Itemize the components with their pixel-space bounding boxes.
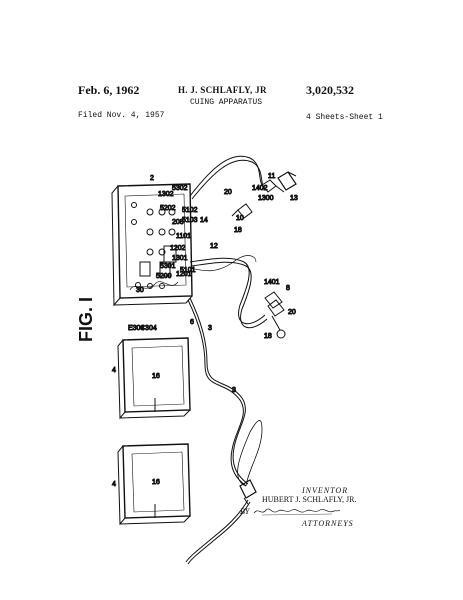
ref-1300: 1300: [258, 195, 274, 202]
inventor-label: INVENTOR: [302, 486, 349, 495]
ref-8: 8: [286, 285, 290, 292]
inventor-full-name: HUBERT J. SCHLAFLY, JR.: [262, 495, 357, 504]
ref-18b: 18: [264, 333, 272, 340]
ref-2: 2: [150, 175, 154, 182]
ref-1301: 1301: [172, 255, 188, 262]
ref-1402: 1402: [252, 185, 268, 192]
ref-5202: 5202: [160, 205, 176, 212]
ref-16: 16: [152, 373, 160, 380]
patent-title: CUING APPARATUS: [190, 98, 263, 107]
ref-14: 14: [200, 217, 208, 224]
ref-3b: 3: [232, 387, 236, 394]
sheet-count: 4 Sheets-Sheet 1: [306, 113, 383, 122]
ref-1101: 1101: [176, 233, 191, 240]
filed-date: Filed Nov. 4, 1957: [78, 111, 165, 120]
unit-lower: [117, 443, 191, 526]
ref-20: 20: [224, 189, 232, 196]
ref-e304: E304: [128, 325, 144, 332]
unit-upper: [117, 337, 191, 420]
connector-bottom: [239, 479, 257, 505]
control-housing: [111, 183, 193, 307]
ref-5200: 5200: [156, 273, 172, 280]
ref-1302: 1302: [158, 191, 174, 198]
attorneys-label: ATTORNEYS: [302, 519, 354, 528]
header-inventor: H. J. SCHLAFLY, JR: [178, 85, 267, 95]
ref-5103: 5103: [182, 217, 198, 224]
ref-16b: 16: [152, 479, 160, 486]
patent-date: Feb. 6, 1962: [78, 83, 140, 97]
ref-1202: 1202: [170, 245, 186, 252]
ref-3: 3: [208, 325, 212, 332]
ref-20b: 20: [288, 309, 296, 316]
patent-number: 3,020,532: [306, 83, 354, 97]
ref-4b: 4: [112, 481, 116, 488]
ref-5102: 5102: [182, 207, 198, 214]
ref-5101: 5101: [180, 267, 196, 274]
ref-208: 208: [172, 219, 184, 226]
ref-4: 4: [112, 367, 116, 374]
plug-middle: [264, 291, 286, 339]
ref-30: 30: [136, 287, 144, 294]
plug-upper: [231, 171, 297, 219]
ref-11: 11: [268, 173, 275, 180]
ref-10: 10: [236, 215, 244, 222]
ref-c304: C304: [140, 325, 157, 332]
ref-18: 18: [234, 227, 242, 234]
ref-5301: 5301: [160, 263, 176, 270]
ref-6: 6: [190, 319, 194, 326]
ref-1201: 1201: [176, 271, 192, 278]
by-label: BY: [240, 507, 250, 516]
ref-1401: 1401: [264, 279, 280, 286]
ref-5302: 5302: [172, 185, 188, 192]
ref-12: 12: [210, 243, 218, 250]
attorney-signature: [253, 508, 341, 516]
ref-13: 13: [290, 195, 298, 202]
cables: [185, 155, 268, 565]
